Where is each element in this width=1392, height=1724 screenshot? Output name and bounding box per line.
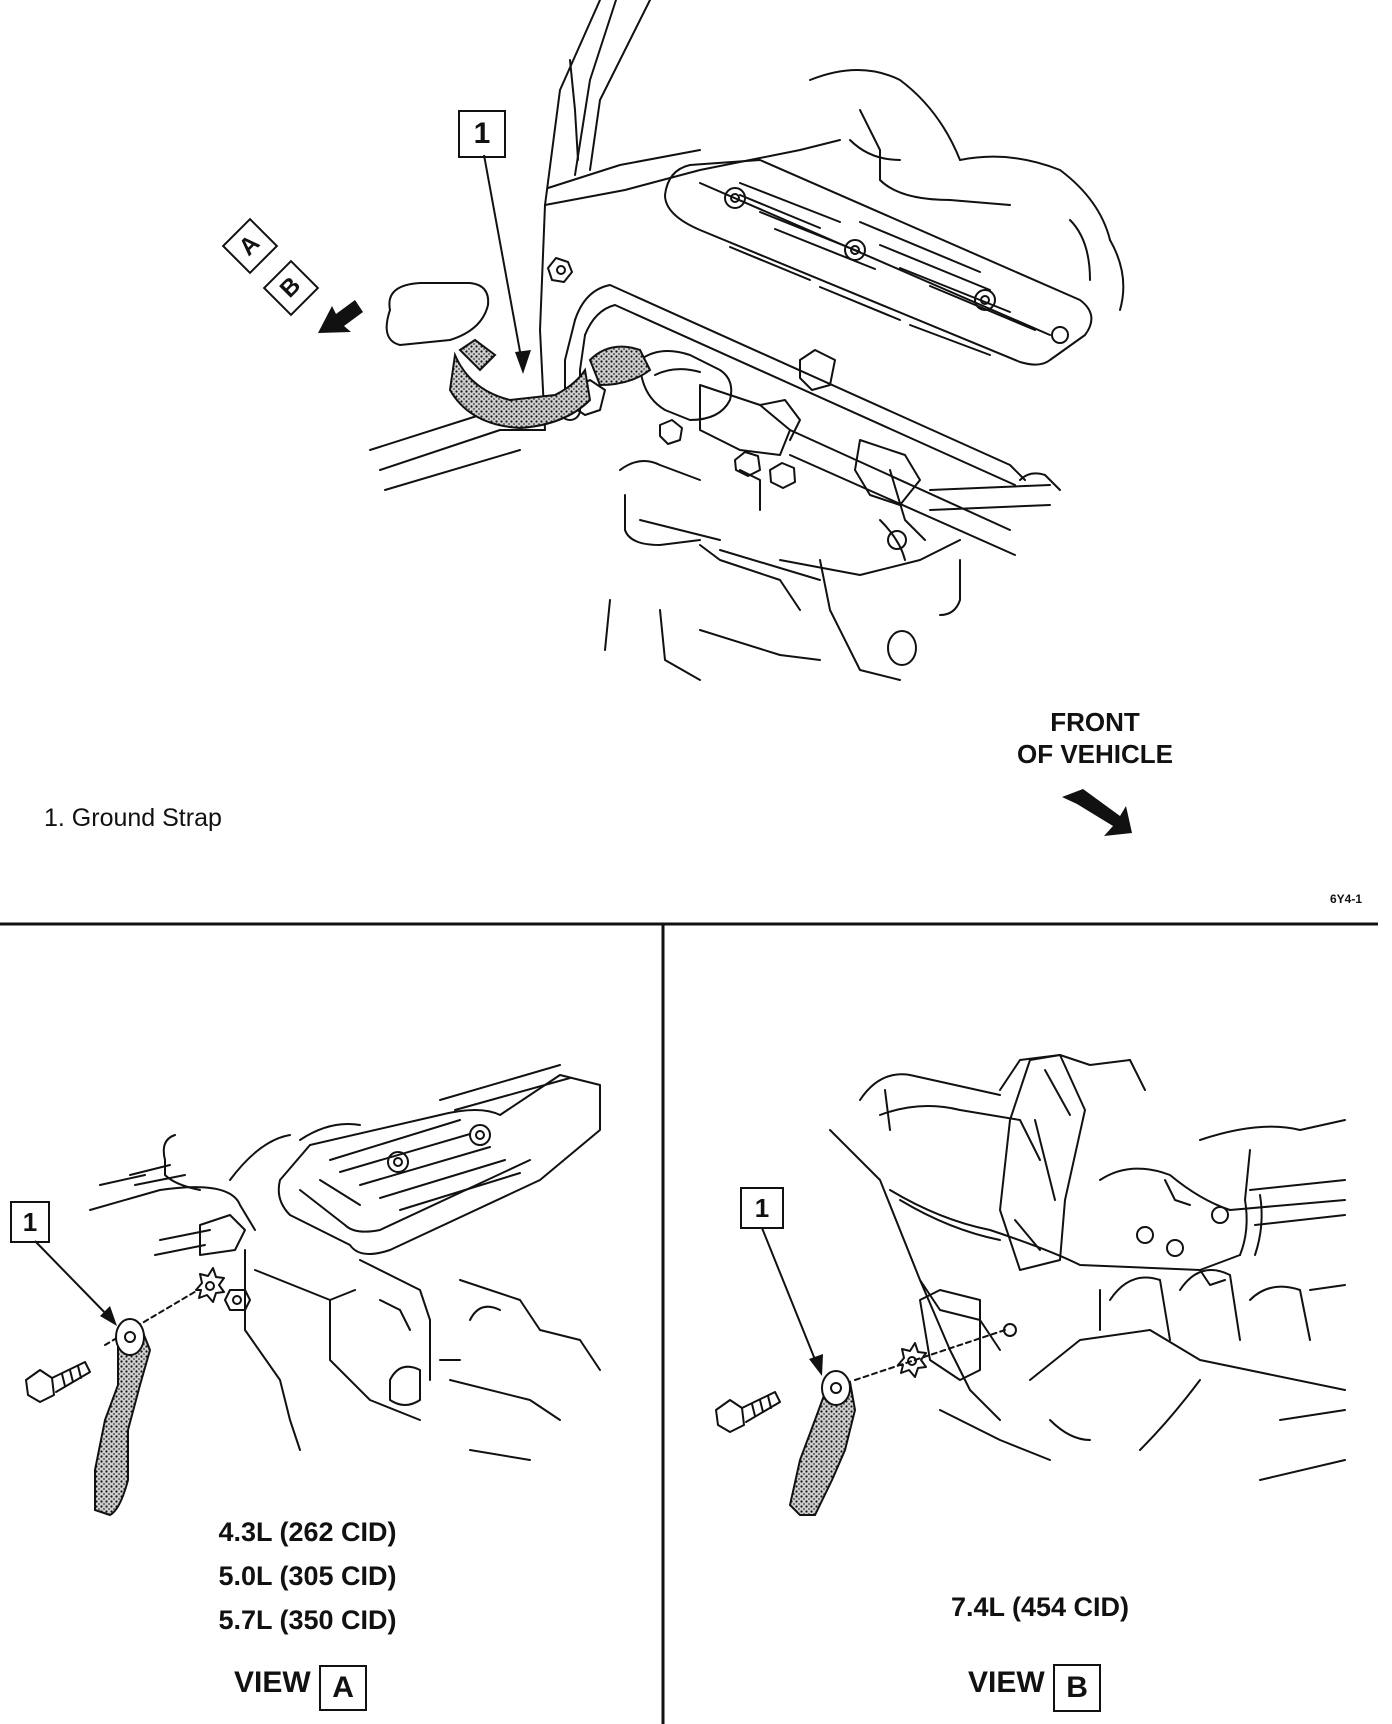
view-marker-a-letter: A — [233, 229, 266, 262]
view-a-engine-list: 4.3L (262 CID) 5.0L (305 CID) 5.7L (350 … — [150, 1519, 465, 1651]
view-b-letter-box: B — [1053, 1664, 1102, 1712]
view-b-callout-leader — [761, 1227, 819, 1368]
view-b-illustration — [715, 1054, 1346, 1481]
front-label-line2: OF VEHICLE — [1016, 739, 1173, 769]
main-engine-illustration — [369, 0, 1125, 681]
main-callout-arrowhead — [515, 350, 531, 374]
view-b-label: VIEW B — [968, 1664, 1102, 1712]
main-callout-leader — [483, 154, 524, 369]
view-direction-arrow — [318, 300, 363, 333]
main-callout-box: 1 — [458, 110, 506, 158]
view-a-callout-leader — [34, 1240, 113, 1321]
view-b-word: VIEW — [968, 1666, 1045, 1700]
front-label-line1: FRONT — [1050, 707, 1140, 737]
view-a-illustration — [25, 1064, 601, 1461]
figure-code: 6Y4-1 — [1330, 892, 1363, 906]
view-b-engine-1: 7.4L (454 CID) — [950, 1592, 1130, 1622]
view-b-callout-arrowhead — [809, 1354, 823, 1376]
front-of-vehicle-arrow — [1062, 789, 1132, 836]
view-a-ground-strap — [94, 1318, 152, 1517]
view-a-engine-3: 5.7L (350 CID) — [218, 1605, 397, 1635]
view-a-callout-number: 1 — [22, 1207, 38, 1237]
view-a-word: VIEW — [234, 1666, 311, 1700]
view-b-callout-number: 1 — [754, 1193, 770, 1223]
view-a-label: VIEW A — [234, 1665, 368, 1711]
front-of-vehicle-label: FRONT OF VEHICLE — [1000, 706, 1190, 770]
view-b-callout-box: 1 — [740, 1187, 784, 1229]
view-b-ground-strap — [788, 1370, 857, 1516]
view-a-callout-box: 1 — [10, 1201, 50, 1243]
view-a-engine-1: 4.3L (262 CID) — [218, 1517, 397, 1547]
view-a-letter-box: A — [319, 1665, 368, 1711]
view-marker-b-letter: B — [274, 271, 307, 304]
main-callout-number: 1 — [473, 117, 491, 150]
view-a-engine-2: 5.0L (305 CID) — [218, 1561, 397, 1591]
view-a-callout-arrowhead — [100, 1306, 117, 1326]
legend-item: 1. Ground Strap — [44, 804, 222, 832]
view-b-engine-list: 7.4L (454 CID) — [880, 1594, 1200, 1621]
main-ground-strap — [448, 338, 652, 430]
